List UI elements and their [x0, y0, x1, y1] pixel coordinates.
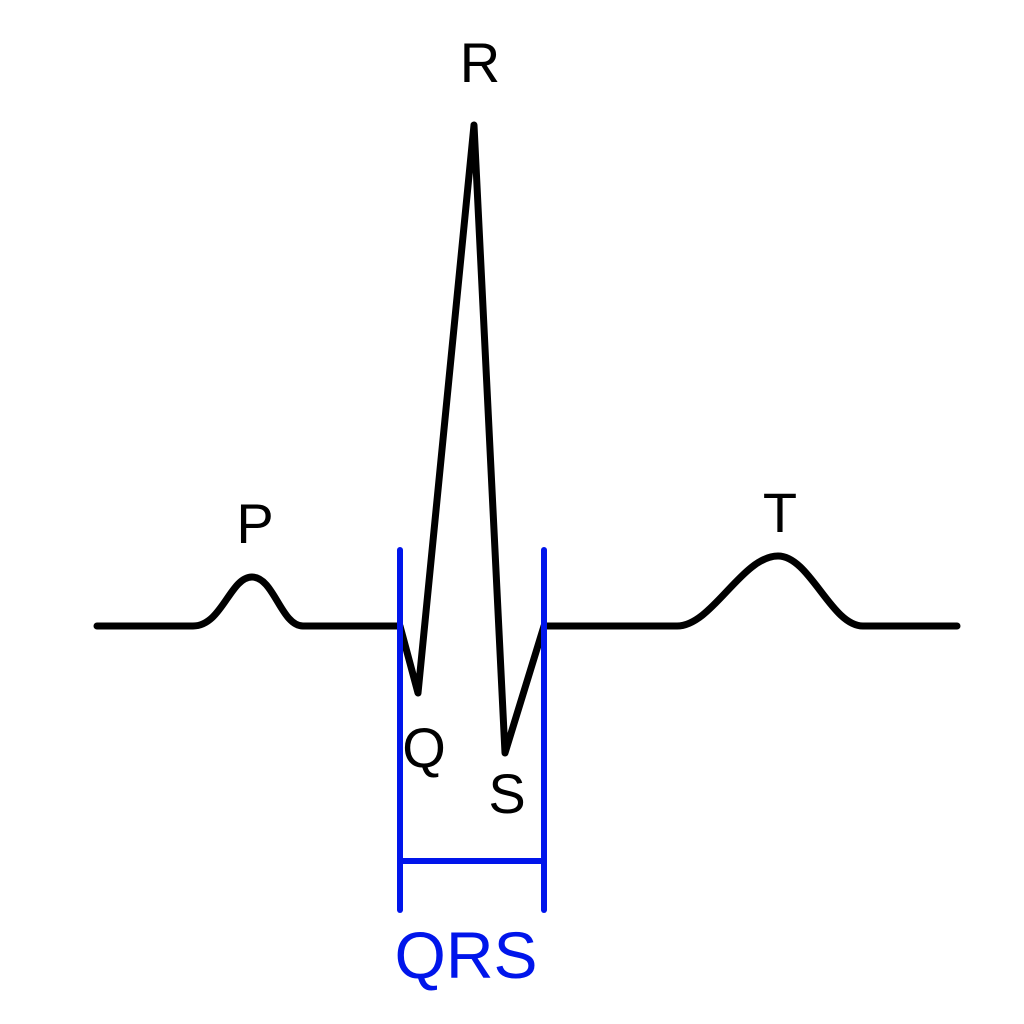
- r-wave-label: R: [460, 31, 500, 94]
- qrs-bracket-label: QRS: [394, 918, 537, 992]
- ecg-trace: [93, 121, 961, 757]
- t-wave-label: T: [763, 481, 797, 544]
- s-wave-label: S: [488, 762, 525, 825]
- p-wave-label: P: [236, 492, 273, 555]
- q-wave-label: Q: [402, 716, 446, 779]
